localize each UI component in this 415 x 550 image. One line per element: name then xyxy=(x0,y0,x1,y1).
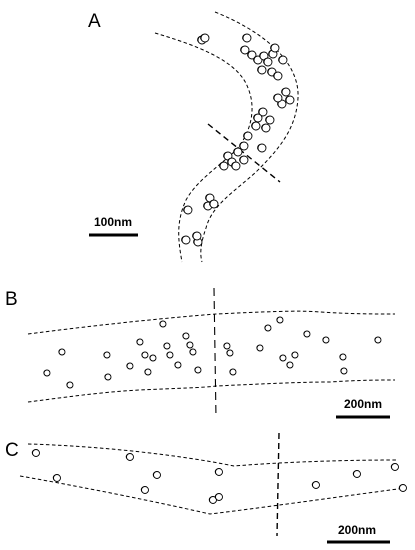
particle xyxy=(214,493,223,501)
particle xyxy=(390,463,399,471)
particle xyxy=(214,468,223,476)
particle xyxy=(264,324,272,332)
particle xyxy=(257,65,267,75)
particle xyxy=(265,115,275,125)
particle xyxy=(166,351,174,359)
particle xyxy=(66,381,74,389)
particle xyxy=(219,161,229,171)
panel-a-scale-label: 100nm xyxy=(94,215,132,229)
particle xyxy=(149,354,157,362)
particle xyxy=(58,348,66,356)
particle xyxy=(291,351,299,359)
particle xyxy=(43,369,51,377)
particle xyxy=(239,155,249,165)
particle xyxy=(339,353,347,361)
particle xyxy=(257,143,267,153)
particle xyxy=(186,341,194,349)
particle xyxy=(242,33,252,43)
panel-c: C 200nm xyxy=(5,432,407,544)
particle xyxy=(229,368,237,376)
particle xyxy=(273,71,283,81)
particle xyxy=(322,336,330,344)
particle xyxy=(192,231,202,241)
particle xyxy=(233,147,243,157)
particle xyxy=(374,336,382,344)
particle xyxy=(174,361,182,369)
panel-b-particles xyxy=(43,316,382,389)
particle xyxy=(253,113,263,123)
panel-b-label: B xyxy=(5,289,18,310)
particle xyxy=(278,55,288,65)
panel-a-outline-left xyxy=(154,32,253,263)
particle xyxy=(136,338,144,346)
panel-b-outline-top xyxy=(27,310,396,335)
particle xyxy=(189,348,197,356)
particle xyxy=(140,486,149,494)
particle xyxy=(239,141,249,151)
particle xyxy=(251,121,261,131)
particle xyxy=(183,205,193,215)
particle xyxy=(258,107,268,117)
particle xyxy=(276,316,284,324)
particle xyxy=(263,57,273,67)
particle xyxy=(340,367,348,375)
particle xyxy=(182,332,190,340)
particle xyxy=(104,373,112,381)
panel-a-label: A xyxy=(88,11,101,32)
particle xyxy=(181,235,191,245)
particle xyxy=(125,453,134,461)
panel-a-particles xyxy=(181,33,295,247)
panel-b-outline-bottom xyxy=(27,379,396,403)
particle xyxy=(285,95,295,105)
panel-b: B 200nm xyxy=(5,287,396,419)
particle xyxy=(205,193,215,203)
panel-c-outline-bottom xyxy=(19,475,406,515)
particle xyxy=(247,50,257,60)
particle xyxy=(209,199,219,209)
particle xyxy=(303,330,311,338)
panel-a-cut-line xyxy=(207,123,281,183)
particle xyxy=(352,470,361,478)
particle xyxy=(223,342,231,350)
panel-a-outline-right xyxy=(200,11,299,263)
particle xyxy=(240,45,250,55)
panel-c-label: C xyxy=(5,440,19,461)
particle xyxy=(226,349,234,357)
particle xyxy=(270,43,280,53)
particle xyxy=(200,33,210,43)
particle xyxy=(152,471,161,479)
particle xyxy=(52,474,61,482)
particle xyxy=(243,131,253,141)
panel-b-cut-line xyxy=(213,287,217,419)
particle xyxy=(273,93,283,103)
particle xyxy=(194,366,202,374)
particle xyxy=(279,354,287,362)
particle xyxy=(141,351,149,359)
particle xyxy=(281,87,291,97)
particle xyxy=(159,320,167,328)
panel-c-scale-label: 200nm xyxy=(338,523,376,537)
particle xyxy=(261,123,271,133)
particle xyxy=(398,484,407,492)
particle xyxy=(256,344,264,352)
particle xyxy=(31,449,40,457)
panel-b-scale-label: 200nm xyxy=(344,397,382,411)
particle xyxy=(286,361,294,369)
panel-c-particles xyxy=(31,449,407,504)
panel-c-cut-line xyxy=(276,432,280,537)
particle xyxy=(103,351,111,359)
particle xyxy=(144,368,152,376)
particle xyxy=(126,362,134,370)
panel-c-outline-top xyxy=(27,443,399,467)
particle xyxy=(311,481,320,489)
particle xyxy=(163,342,171,350)
particle xyxy=(231,161,241,171)
panel-a: A 100nm xyxy=(88,11,299,263)
